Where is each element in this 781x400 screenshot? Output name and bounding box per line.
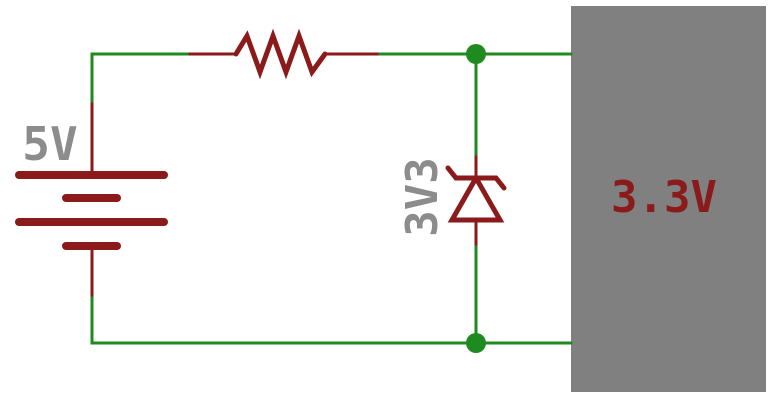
junction-top [466,44,486,64]
battery: 5V [15,102,168,297]
junction-bottom [466,333,486,353]
resistor-zigzag [233,28,328,80]
wire-top-left [90,52,192,106]
load-block [571,6,766,392]
resistor [188,28,379,80]
zener-triangle [447,172,505,223]
wire-bottom [90,293,573,345]
zener-diode: 3V3 [397,155,507,246]
wires [90,52,573,345]
zener-label: 3V3 [397,157,448,236]
load-label: 3.3V [611,172,717,223]
battery-label: 5V [22,117,77,171]
